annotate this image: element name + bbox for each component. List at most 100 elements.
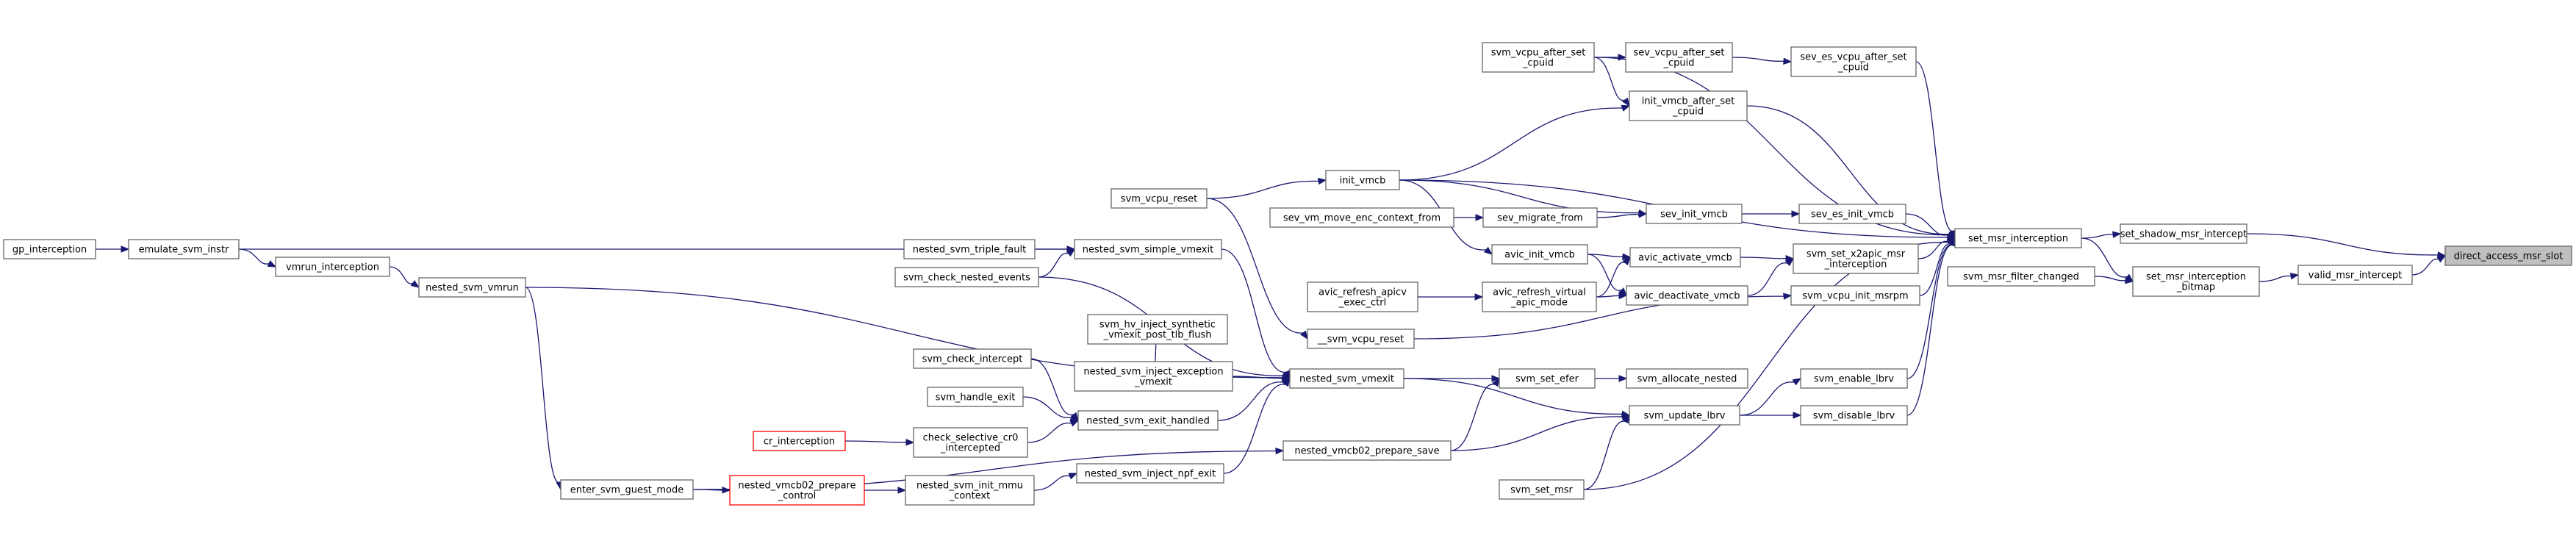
edge-svm-msr-filter-changed-to-set-msr-interception-bitmap xyxy=(2094,276,2134,284)
node-label: _control xyxy=(778,491,817,502)
node-box xyxy=(2297,265,2413,285)
node-svm-check-nested-events[interactable]: svm_check_nested_events xyxy=(894,267,1039,287)
node-svm-update-lbrv[interactable]: svm_update_lbrv xyxy=(1629,405,1740,426)
node-label: avic_activate_vmcb xyxy=(1638,253,1732,264)
node-label: svm_hv_inject_synthetic xyxy=(1099,320,1216,331)
node-avic-activate-vmcb[interactable]: avic_activate_vmcb xyxy=(1629,247,1741,268)
node-init-vmcb[interactable]: init_vmcb xyxy=(1325,170,1400,190)
edge-sev-init-vmcb-to-sev-es-init-vmcb xyxy=(1741,210,1801,218)
node-label: nested_svm_vmrun xyxy=(426,283,519,294)
node-svm-vcpu-after-set-cpuid[interactable]: svm_vcpu_after_set_cpuid xyxy=(1482,42,1595,73)
node-box xyxy=(1087,314,1228,345)
node-svm-enable-lbrv[interactable]: svm_enable_lbrv xyxy=(1800,368,1908,389)
node-label: svm_set_msr xyxy=(1510,485,1573,496)
node-box xyxy=(560,479,694,500)
edge-check-selective-cr0-intercepted-to-nested-svm-exit-handled xyxy=(1027,420,1080,443)
node-valid-msr-intercept[interactable]: valid_msr_intercept xyxy=(2297,265,2413,285)
node-box xyxy=(1074,239,1222,259)
node-check-selective-cr0-intercepted[interactable]: check_selective_cr0_intercepted xyxy=(913,427,1028,458)
node-sev-init-vmcb[interactable]: sev_init_vmcb xyxy=(1646,204,1743,224)
node-nested-svm-init-mmu-context[interactable]: nested_svm_init_mmu_context xyxy=(905,475,1035,506)
node-svm-vcpu-reset[interactable]: __svm_vcpu_reset xyxy=(1307,329,1415,349)
node-label: svm_vcpu_reset xyxy=(1121,194,1197,205)
node-label: direct_access_msr_slot xyxy=(2454,251,2564,262)
node-box xyxy=(2120,223,2247,244)
node-label: sev_init_vmcb xyxy=(1660,209,1728,220)
edge-svm-set-msr-to-svm-update-lbrv xyxy=(1583,414,1630,490)
node-label: _vmexit xyxy=(1134,377,1172,388)
node-nested-svm-vmrun[interactable]: nested_svm_vmrun xyxy=(418,277,526,298)
node-nested-svm-inject-exception-vmexit[interactable]: nested_svm_inject_exception_vmexit xyxy=(1074,361,1233,392)
node-sev-vm-move-enc-context-from[interactable]: sev_vm_move_enc_context_from xyxy=(1269,207,1454,228)
node-enter-svm-guest-mode[interactable]: enter_svm_guest_mode xyxy=(560,479,694,500)
node-set-shadow-msr-intercept[interactable]: set_shadow_msr_intercept xyxy=(2120,223,2247,244)
node-label: nested_svm_init_mmu xyxy=(916,481,1023,492)
node-emulate-svm-instr[interactable]: emulate_svm_instr xyxy=(128,239,240,259)
node-svm-set-msr[interactable]: svm_set_msr xyxy=(1499,479,1585,500)
node-svm-hv-inject-synthetic-vmexit-post-tlb-flush[interactable]: svm_hv_inject_synthetic_vmexit_post_tlb_… xyxy=(1087,314,1228,345)
node-sev-vcpu-after-set-cpuid[interactable]: sev_vcpu_after_set_cpuid xyxy=(1625,42,1733,73)
node-nested-svm-exit-handled[interactable]: nested_svm_exit_handled xyxy=(1077,410,1219,431)
node-box xyxy=(1307,329,1415,349)
node-nested-vmcb02-prepare-save[interactable]: nested_vmcb02_prepare_save xyxy=(1282,440,1452,461)
node-set-msr-interception[interactable]: set_msr_interception xyxy=(1954,228,2082,248)
node-label: enter_svm_guest_mode xyxy=(570,485,684,496)
node-avic-refresh-virtual-apic-mode[interactable]: avic_refresh_virtual_apic_mode xyxy=(1482,281,1597,312)
edge-sev-vcpu-after-set-cpuid-to-sev-es-vcpu-after-set-cpuid xyxy=(1732,57,1793,65)
node-nested-vmcb02-prepare-control[interactable]: nested_vmcb02_prepare_control xyxy=(729,475,865,506)
edge-init-vmcb-to-sev-init-vmcb xyxy=(1399,179,1648,217)
node-sev-es-init-vmcb[interactable]: sev_es_init_vmcb xyxy=(1798,204,1906,224)
edge-nested-svm-simple-vmexit-to-nested-svm-vmexit xyxy=(1221,248,1291,380)
edge-sev-es-vcpu-after-set-cpuid-to-set-msr-interception xyxy=(1915,61,1957,240)
node-label: nested_svm_exit_handled xyxy=(1086,416,1210,427)
edge-avic-init-vmcb-to-avic-activate-vmcb xyxy=(1587,253,1632,261)
node-init-vmcb-after-set-cpuid[interactable]: init_vmcb_after_set_cpuid xyxy=(1629,90,1748,121)
node-svm-set-efer[interactable]: svm_set_efer xyxy=(1499,368,1596,389)
edge-nested-vmcb02-prepare-save-to-svm-set-efer xyxy=(1450,377,1500,451)
node-nested-svm-vmexit[interactable]: nested_svm_vmexit xyxy=(1289,368,1404,389)
edge-gp-interception-to-emulate-svm-instr xyxy=(96,245,130,253)
node-label: avic_refresh_virtual xyxy=(1493,287,1586,298)
node-nested-svm-simple-vmexit[interactable]: nested_svm_simple_vmexit xyxy=(1074,239,1222,259)
node-svm-msr-filter-changed[interactable]: svm_msr_filter_changed xyxy=(1947,266,2095,287)
edge-vmrun-interception-to-nested-svm-vmrun xyxy=(389,266,420,288)
node-label: svm_set_x2apic_msr xyxy=(1807,249,1906,260)
node-sev-es-vcpu-after-set-cpuid[interactable]: sev_es_vcpu_after_set_cpuid xyxy=(1790,46,1917,77)
node-box xyxy=(1629,405,1740,426)
edge-set-msr-interception-to-set-shadow-msr-intercept xyxy=(2081,231,2122,239)
edge-svm-set-efer-to-svm-allocate-nested xyxy=(1595,375,1628,382)
node-svm-disable-lbrv[interactable]: svm_disable_lbrv xyxy=(1800,405,1908,426)
node-label: _cpuid xyxy=(1662,58,1694,69)
node-box xyxy=(1800,368,1908,389)
node-svm-check-intercept[interactable]: svm_check_intercept xyxy=(913,348,1032,369)
node-vmrun-interception[interactable]: vmrun_interception xyxy=(275,257,390,277)
node-avic-init-vmcb[interactable]: avic_init_vmcb xyxy=(1491,244,1588,265)
node-box xyxy=(1499,368,1596,389)
node-nested-svm-inject-npf-exit[interactable]: nested_svm_inject_npf_exit xyxy=(1076,463,1224,484)
node-direct-access-msr-slot[interactable]: direct_access_msr_slot xyxy=(2444,245,2572,266)
node-box xyxy=(418,277,526,298)
node-set-msr-interception-bitmap[interactable]: set_msr_interception_bitmap xyxy=(2132,266,2260,297)
edge-svm-vcpu-after-set-cpuid-to-init-vmcb-after-set-cpuid xyxy=(1593,57,1630,107)
node-label: nested_svm_simple_vmexit xyxy=(1083,245,1213,256)
node-svm-vcpu-reset[interactable]: svm_vcpu_reset xyxy=(1111,188,1208,209)
node-svm-vcpu-init-msrpm[interactable]: svm_vcpu_init_msrpm xyxy=(1790,285,1920,306)
edge-svm-update-lbrv-to-svm-enable-lbrv xyxy=(1739,378,1802,416)
node-svm-handle-exit[interactable]: svm_handle_exit xyxy=(927,387,1024,407)
node-avic-refresh-apicv-exec-ctrl[interactable]: avic_refresh_apicv_exec_ctrl xyxy=(1307,281,1418,312)
node-label: check_selective_cr0 xyxy=(923,433,1019,444)
node-label: nested_svm_inject_exception xyxy=(1083,367,1223,378)
node-avic-deactivate-vmcb[interactable]: avic_deactivate_vmcb xyxy=(1626,285,1748,306)
node-box xyxy=(1947,266,2095,287)
edge-svm-set-msr-to-set-msr-interception xyxy=(1583,237,1956,490)
node-nested-svm-triple-fault[interactable]: nested_svm_triple_fault xyxy=(903,239,1036,259)
node-sev-migrate-from[interactable]: sev_migrate_from xyxy=(1482,207,1598,228)
node-gp-interception[interactable]: gp_interception xyxy=(3,239,96,259)
node-cr-interception[interactable]: cr_interception xyxy=(753,431,846,451)
node-label: _context xyxy=(949,491,991,502)
node-box xyxy=(2444,245,2572,266)
node-svm-set-x2apic-msr-interception[interactable]: svm_set_x2apic_msr_interception xyxy=(1793,243,1919,274)
node-label: init_vmcb xyxy=(1340,176,1386,187)
node-svm-allocate-nested[interactable]: svm_allocate_nested xyxy=(1626,368,1748,389)
node-box xyxy=(3,239,96,259)
